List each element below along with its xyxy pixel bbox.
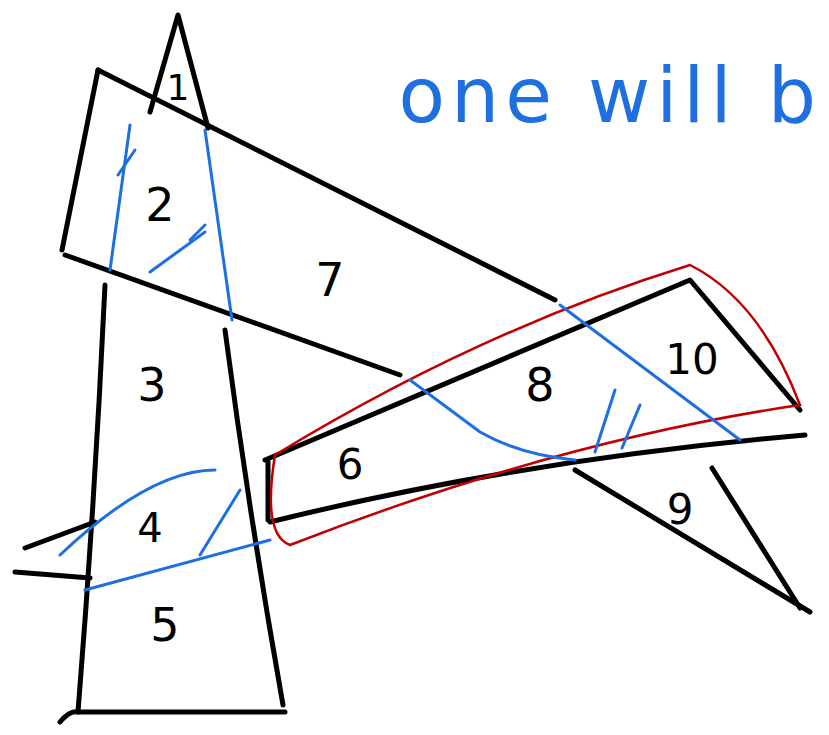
- hatch-line: [622, 405, 640, 448]
- shape9-edge: [712, 468, 800, 608]
- lower-band-left: [266, 462, 271, 520]
- callout-number: 3: [137, 362, 166, 408]
- handwritten-note: one will b: [399, 58, 823, 134]
- hatch-line: [110, 125, 130, 270]
- callout-number: 10: [665, 339, 718, 381]
- callout-number: 5: [150, 602, 179, 648]
- lower-band-top: [265, 280, 800, 460]
- hatch-line: [60, 470, 215, 555]
- hatch-line: [118, 150, 135, 175]
- highlight-loop: [271, 265, 800, 545]
- red-outline: [271, 265, 800, 545]
- shape9-edge: [575, 470, 810, 612]
- callout-number: 8: [525, 362, 554, 408]
- lower-band-bottom: [270, 435, 805, 522]
- hatch-line: [595, 390, 615, 452]
- tower-right-edge: [225, 330, 283, 705]
- callout-number: 2: [145, 182, 174, 228]
- hatch-line: [560, 305, 740, 440]
- band-left-edge: [62, 70, 98, 250]
- callout-number: 4: [137, 508, 162, 548]
- stub-bottom: [15, 572, 90, 578]
- hatch-line: [205, 130, 232, 320]
- blue-strokes: [60, 125, 740, 590]
- callout-number: 9: [667, 489, 694, 531]
- hatch-line: [150, 232, 205, 272]
- callout-number: 6: [337, 444, 364, 486]
- callout-number: 7: [315, 257, 344, 303]
- tower-left-edge: [78, 285, 105, 712]
- hatch-line: [200, 490, 240, 555]
- connector-stroke: [85, 540, 270, 590]
- callout-number: 1: [167, 70, 190, 106]
- tower-bottom-edge: [60, 712, 285, 722]
